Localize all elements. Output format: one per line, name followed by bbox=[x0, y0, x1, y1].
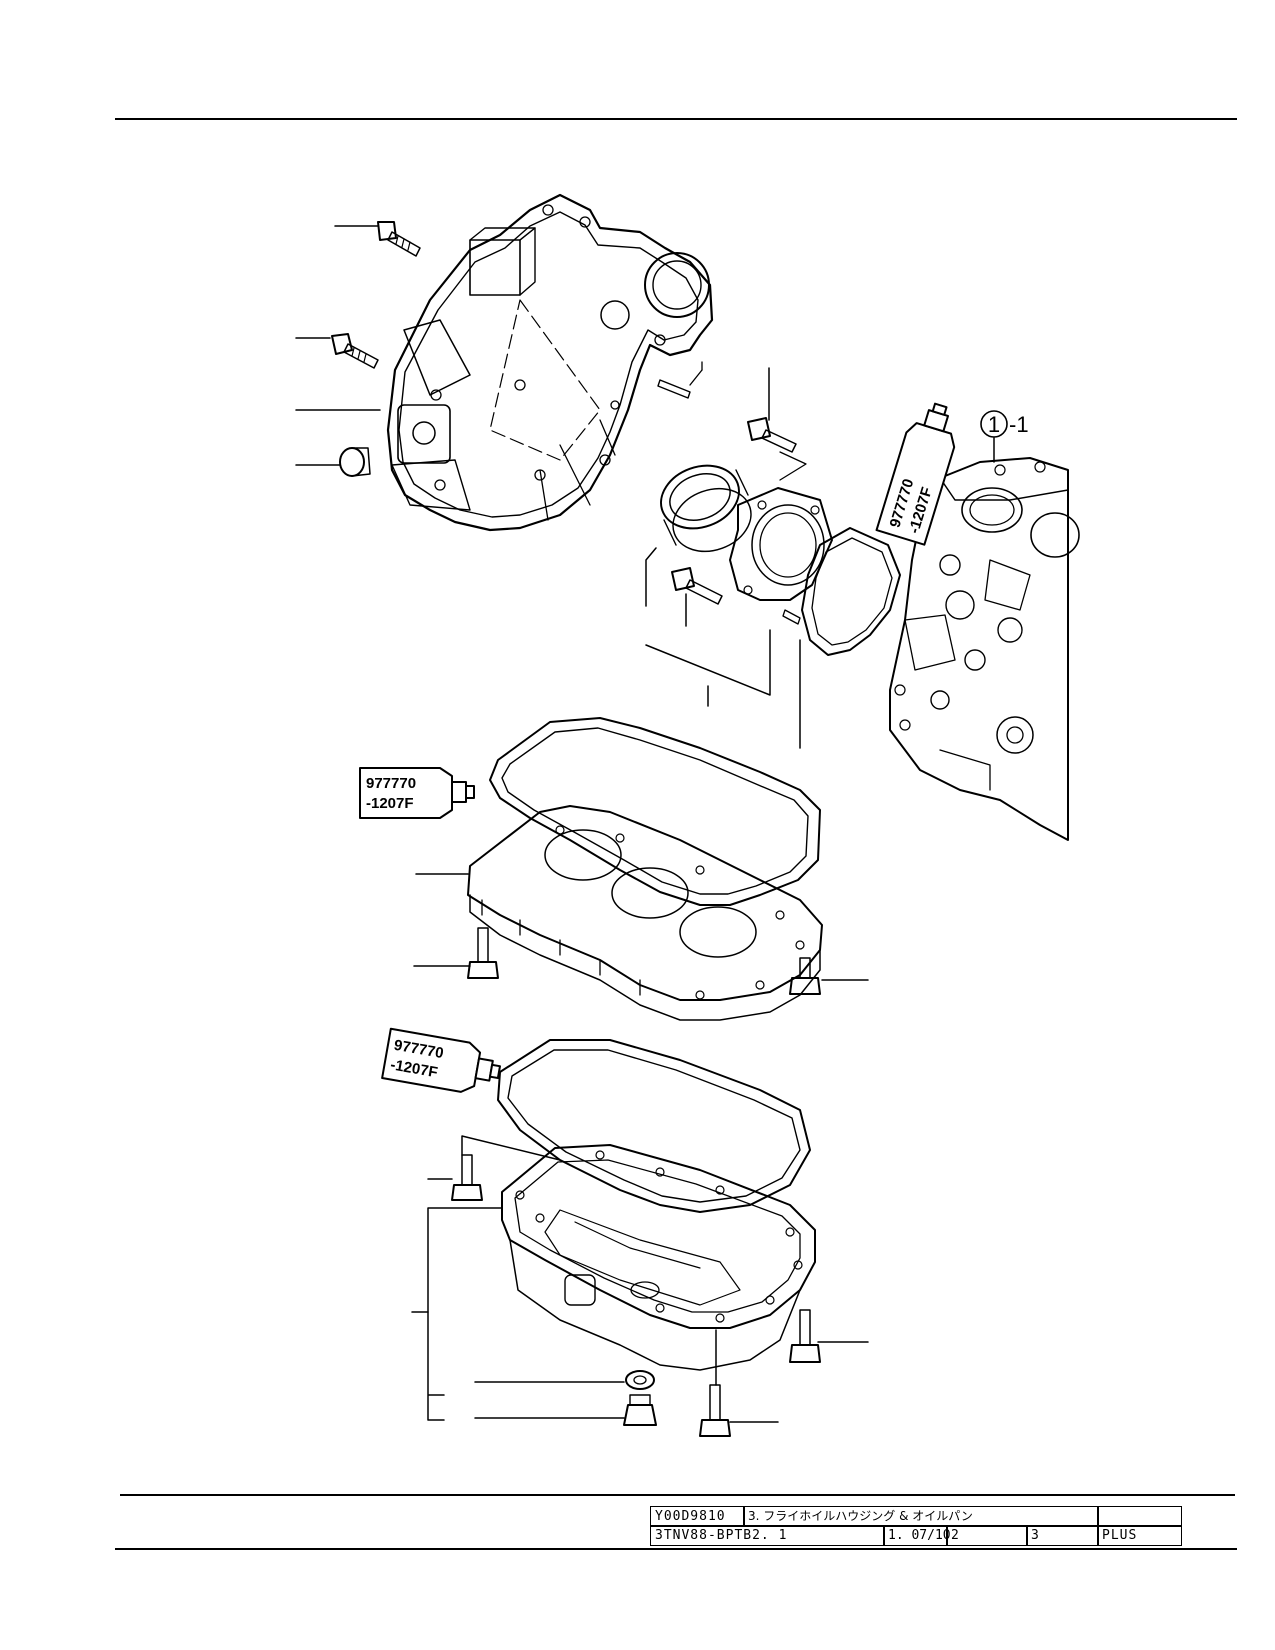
drain-plug bbox=[623, 1394, 657, 1426]
title-block: Y00D9810 3. フライホイルハウジング & オイルパン 3TNV88-B… bbox=[650, 1506, 1182, 1546]
page-a: 2 bbox=[951, 1528, 959, 1543]
edition: PLUS bbox=[1102, 1528, 1138, 1543]
retainer-gasket bbox=[801, 527, 901, 656]
title-block-col-3 bbox=[883, 1525, 885, 1545]
cylinder-block bbox=[889, 457, 1080, 841]
callout-suffix: -1 bbox=[1009, 412, 1029, 437]
tube-2-suffix: -1207F bbox=[366, 795, 414, 812]
section-title: 3. フライホイルハウジング & オイルパン bbox=[748, 1509, 973, 1523]
retainer-bolt-low bbox=[671, 567, 723, 605]
tube-2-part-no: 977770 bbox=[366, 775, 416, 792]
revision-date: 1. 07/10 bbox=[888, 1528, 951, 1543]
flywheel-housing bbox=[386, 193, 714, 532]
title-block-col-2 bbox=[1097, 1507, 1099, 1545]
retainer-dowel bbox=[782, 609, 801, 625]
callout-circle bbox=[980, 410, 1008, 438]
pan-gasket-upper bbox=[489, 717, 821, 906]
retainer-bolt-top bbox=[747, 417, 797, 453]
model-number: 3TNV88-BPTB2. 1 bbox=[655, 1528, 788, 1543]
bottom-rule-lower bbox=[115, 1548, 1237, 1550]
sealant-tube-2 bbox=[359, 767, 475, 819]
oil-seal bbox=[660, 464, 752, 553]
pan-gasket-lower bbox=[497, 1039, 811, 1213]
drawing-code: Y00D9810 bbox=[655, 1509, 726, 1524]
title-block-col-5 bbox=[1026, 1525, 1028, 1545]
page-b: 3 bbox=[1031, 1528, 1039, 1543]
title-block-col-1 bbox=[743, 1507, 745, 1525]
title-block-divider bbox=[651, 1525, 1181, 1527]
oil-pan-spacer bbox=[467, 805, 823, 1021]
seal-retainer bbox=[729, 487, 833, 601]
title-block-col-4 bbox=[946, 1525, 948, 1545]
callout-number: 1 bbox=[988, 412, 1000, 437]
housing-bolt-mid bbox=[331, 333, 379, 369]
oil-pan bbox=[501, 1144, 816, 1371]
pan-bolt-bottom bbox=[699, 1384, 731, 1437]
housing-plug bbox=[339, 447, 371, 477]
sealant-tube-1 bbox=[875, 402, 956, 546]
pan-bolt-top bbox=[451, 1154, 483, 1201]
dowel-pin bbox=[657, 379, 691, 399]
spacer-bolt-left bbox=[467, 927, 499, 979]
housing-bolt-top bbox=[377, 221, 421, 257]
bottom-rule-upper bbox=[120, 1494, 1235, 1496]
drain-washer bbox=[625, 1370, 655, 1390]
sealant-tube-3 bbox=[381, 1027, 501, 1093]
top-rule bbox=[115, 118, 1237, 120]
pan-bolt-right bbox=[789, 1309, 821, 1363]
spacer-bolt-right bbox=[789, 957, 821, 995]
